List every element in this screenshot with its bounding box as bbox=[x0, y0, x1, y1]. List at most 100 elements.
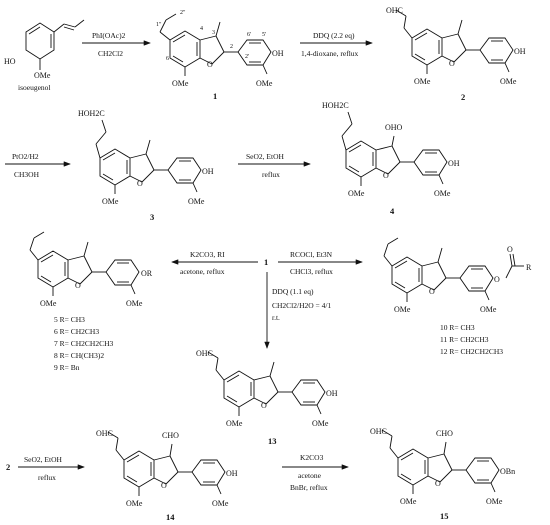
r3-bottom: CH3OH bbox=[14, 170, 40, 179]
isoeugenol-structure bbox=[25, 19, 85, 70]
c15-obn: OBn bbox=[500, 467, 515, 476]
center-compound-1-label: 1 bbox=[264, 257, 268, 267]
c14-ohc: OHC bbox=[96, 429, 113, 438]
ester-product-structure bbox=[383, 237, 524, 303]
c2-ome-left: OMe bbox=[414, 77, 431, 86]
c4-ome-right: OMe bbox=[434, 189, 451, 198]
c3-oh: OH bbox=[202, 167, 214, 176]
r6-top: RCOCl, Et3N bbox=[290, 250, 333, 259]
compound-2-label: 2 bbox=[461, 92, 465, 102]
compound-14-label: 14 bbox=[166, 512, 175, 522]
c1-ome-left: OMe bbox=[172, 79, 189, 88]
c14-cho: CHO bbox=[162, 431, 179, 440]
c15-ohc: OHC bbox=[370, 427, 387, 436]
r7-line2: CH2Cl2/H2O = 4/1 bbox=[272, 301, 331, 310]
compound-15-structure bbox=[381, 429, 500, 495]
c2-o: O bbox=[449, 59, 455, 68]
r9-line2: acetone bbox=[298, 471, 322, 480]
compound-1-structure bbox=[159, 13, 272, 77]
ester-carbonyl-o: O bbox=[507, 245, 513, 254]
compound-4-structure bbox=[341, 111, 448, 187]
pos-6p: 6' bbox=[247, 32, 251, 38]
c13-oh: OH bbox=[326, 389, 338, 398]
pos-3: 3 bbox=[212, 30, 215, 36]
c14-ome-right: OMe bbox=[212, 499, 229, 508]
ester-o: O bbox=[494, 275, 500, 284]
c2-oh: OH bbox=[514, 47, 526, 56]
r4-bottom: reflux bbox=[262, 170, 280, 179]
r8-top: SeO2, EtOH bbox=[24, 455, 62, 464]
r1-top: PhI(OAc)2 bbox=[92, 31, 126, 40]
isoeugenol-label: isoeugenol bbox=[18, 83, 51, 92]
c14-oh: OH bbox=[226, 469, 238, 478]
c13-ome-right: OMe bbox=[312, 419, 329, 428]
c1-ome-right: OMe bbox=[256, 79, 273, 88]
c14-ome-left: OMe bbox=[126, 499, 143, 508]
ester-r: R bbox=[526, 263, 532, 272]
r7-line1: DDQ (1.1 eq) bbox=[272, 287, 314, 296]
c15-ome-right: OMe bbox=[486, 497, 503, 506]
r8-bottom: reflux bbox=[38, 473, 56, 482]
isoeugenol-ome: OMe bbox=[34, 71, 51, 80]
compound-3-label: 3 bbox=[150, 212, 154, 222]
pos-1pp: 1" bbox=[156, 22, 162, 28]
ester-ring-o: O bbox=[429, 287, 435, 296]
r5-bottom: acetone, reflux bbox=[180, 267, 225, 276]
start-compound-2-label: 2 bbox=[6, 462, 10, 472]
c1-o: O bbox=[207, 60, 213, 69]
c4-hoh2c: HOH2C bbox=[322, 101, 349, 110]
c2-ome-right: OMe bbox=[500, 77, 517, 86]
c13-ohc: OHC bbox=[196, 349, 213, 358]
c14-o: O bbox=[161, 481, 167, 490]
ester-ome-right: OMe bbox=[480, 305, 497, 314]
c13-ome-left: OMe bbox=[226, 419, 243, 428]
c3-ome-right: OMe bbox=[188, 197, 205, 206]
c3-o: O bbox=[137, 179, 143, 188]
ether-r-list: 5 R= CH3 6 R= CH2CH3 7 R= CH2CH2CH3 8 R=… bbox=[54, 315, 113, 372]
pos-2: 2 bbox=[230, 44, 233, 50]
ester-r-item: 11 R= CH2CH3 bbox=[440, 335, 489, 344]
r5-top: K2CO3, RI bbox=[190, 250, 225, 259]
ether-r-item: 9 R= Bn bbox=[54, 363, 80, 372]
r4-top: SeO2, EtOH bbox=[246, 152, 284, 161]
compound-1-label: 1 bbox=[213, 91, 217, 101]
ether-or: OR bbox=[141, 269, 153, 278]
c4-oh: OH bbox=[448, 159, 460, 168]
compound-14-structure bbox=[107, 431, 226, 497]
isoeugenol-ho: HO bbox=[4, 57, 16, 66]
ester-r-item: 12 R= CH2CH2CH3 bbox=[440, 347, 503, 356]
compound-15-label: 15 bbox=[440, 511, 449, 521]
r2-bottom: 1,4-dioxane, reflux bbox=[301, 49, 359, 58]
compound-2-structure bbox=[395, 9, 514, 75]
compound-3-structure bbox=[95, 119, 202, 195]
pos-2p: 2' bbox=[245, 54, 249, 60]
pos-2pp: 2" bbox=[180, 10, 186, 16]
c4-ome-left: OMe bbox=[348, 189, 365, 198]
r9-line3: BnBr, reflux bbox=[290, 483, 328, 492]
r2-top: DDQ (2.2 eq) bbox=[313, 31, 355, 40]
c15-cho: CHO bbox=[436, 429, 453, 438]
pos-4: 4 bbox=[200, 26, 203, 32]
c4-oho: OHO bbox=[385, 123, 403, 132]
ether-ome-left: OMe bbox=[40, 299, 57, 308]
ester-r-list: 10 R= CH3 11 R= CH2CH3 12 R= CH2CH2CH3 bbox=[440, 323, 503, 356]
ether-r-item: 7 R= CH2CH2CH3 bbox=[54, 339, 113, 348]
ether-o: O bbox=[75, 281, 81, 290]
c2-ohc: OHC bbox=[386, 6, 403, 15]
c1-oh: OH bbox=[272, 49, 284, 58]
r1-bottom: CH2Cl2 bbox=[98, 49, 123, 58]
c3-hoh2c: HOH2C bbox=[78, 109, 105, 118]
pos-5p: 5' bbox=[262, 32, 266, 38]
ether-r-item: 6 R= CH2CH3 bbox=[54, 327, 99, 336]
ether-r-item: 8 R= CH(CH3)2 bbox=[54, 351, 104, 360]
r3-top: PtO2/H2 bbox=[12, 152, 39, 161]
c13-o: O bbox=[261, 401, 267, 410]
r7-line3: r.t. bbox=[272, 313, 280, 322]
c15-ome-left: OMe bbox=[400, 497, 417, 506]
r9-line1: K2CO3 bbox=[300, 453, 324, 462]
ether-r-item: 5 R= CH3 bbox=[54, 315, 85, 324]
r6-bottom: CHCl3, reflux bbox=[290, 267, 333, 276]
ester-ome-left: OMe bbox=[394, 305, 411, 314]
c3-ome-left: OMe bbox=[102, 197, 119, 206]
